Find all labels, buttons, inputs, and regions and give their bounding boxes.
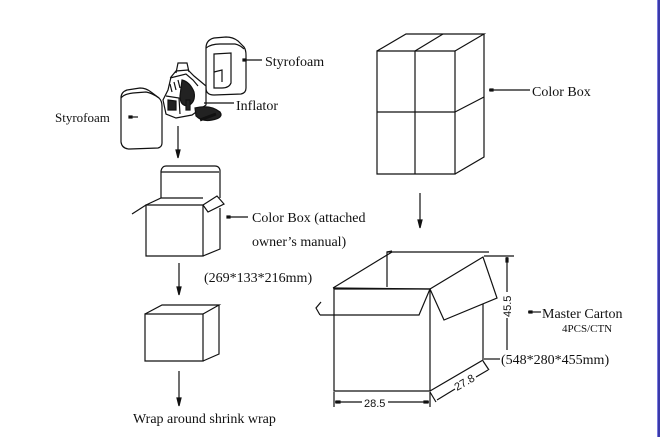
leader-color-box-stack: [489, 88, 530, 92]
dimension-width-label: 28.5: [364, 398, 385, 410]
label-master-carton: Master Carton: [542, 307, 622, 322]
open-color-box: [131, 165, 225, 257]
styrofoam-left-block: [120, 87, 163, 150]
leader-color-box: [226, 215, 248, 219]
label-inflator: Inflator: [236, 99, 278, 114]
color-box-stack: [376, 33, 487, 175]
arrow-down-2: [176, 263, 182, 296]
label-styrofoam-right: Styrofoam: [265, 55, 324, 70]
shrink-wrapped-box: [144, 304, 222, 362]
label-color-box-line2: owner’s manual): [252, 235, 347, 250]
dimension-lines: [333, 255, 514, 407]
label-master-carton-qty: 4PCS/CTN: [562, 323, 612, 335]
leader-lines-top-left: [128, 58, 262, 119]
label-master-carton-size: (548*280*455mm): [501, 353, 609, 368]
arrow-down-1: [175, 126, 181, 159]
arrow-down-3: [176, 371, 182, 407]
master-carton: [315, 250, 498, 392]
label-styrofoam-left: Styrofoam: [55, 110, 110, 125]
dimension-height-label: 45.5: [502, 296, 514, 317]
label-color-box-line1: Color Box (attached: [252, 211, 366, 226]
label-shrink-wrap: Wrap around shrink wrap: [133, 412, 276, 427]
arrow-down-4: [417, 193, 423, 229]
label-color-box-size: (269*133*216mm): [204, 271, 312, 286]
label-color-box-stack: Color Box: [532, 85, 591, 100]
inflator-device: [162, 62, 222, 122]
styrofoam-right-block: [205, 36, 247, 96]
window-edge-border: [657, 0, 660, 437]
leader-master-carton: [528, 310, 541, 314]
